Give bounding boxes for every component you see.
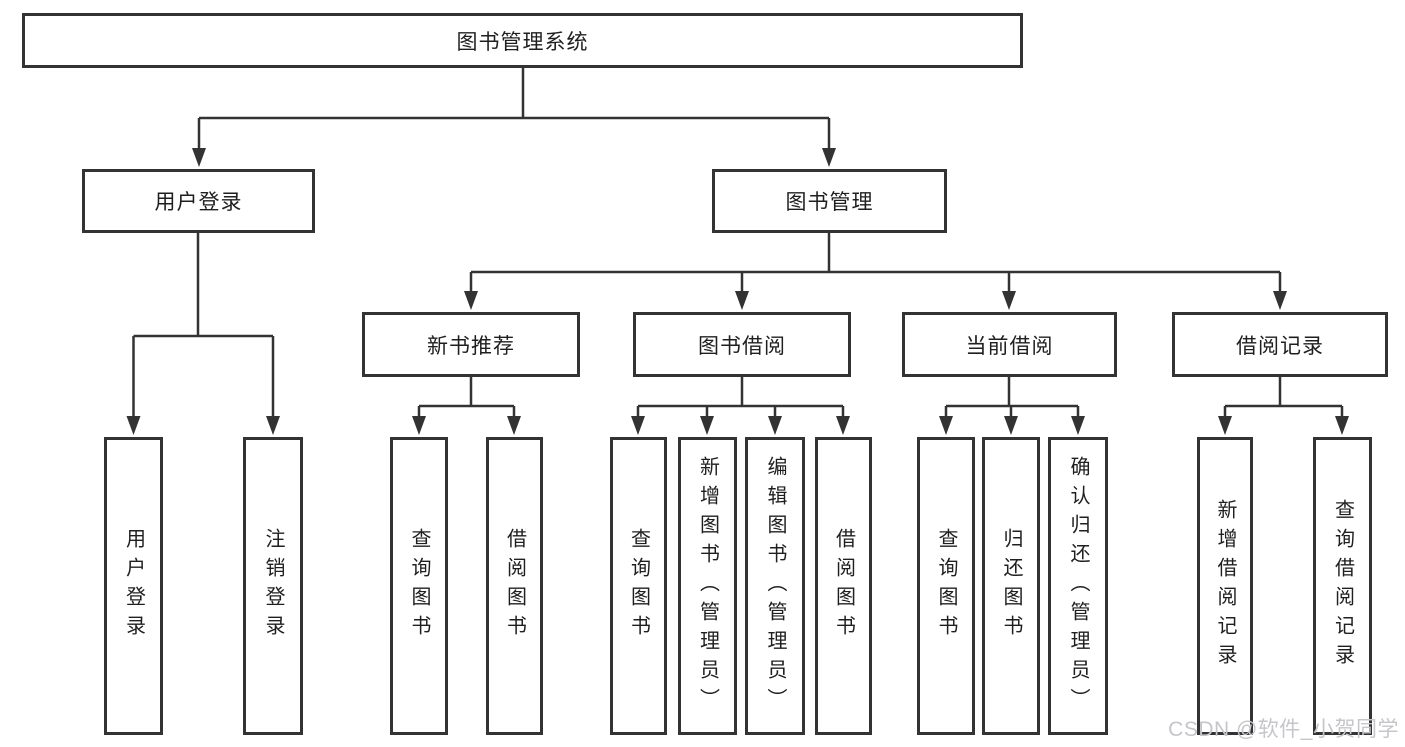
node-library-system: 图书管理系统	[22, 13, 1023, 68]
leaf-query-borrow-record-label: 查询借阅记录	[1331, 499, 1354, 673]
arrowhead-icons	[126, 148, 1349, 435]
leaf-return-books: 归还图书	[982, 437, 1040, 735]
leaf-logout-label: 注销登录	[262, 528, 284, 644]
leaf-query-borrow-record: 查询借阅记录	[1313, 437, 1372, 735]
node-user-login-label: 用户登录	[154, 191, 243, 214]
node-current-borrowing: 当前借阅	[902, 312, 1117, 377]
leaf-query-books-current-label: 查询图书	[935, 528, 957, 644]
node-book-management-label: 图书管理	[785, 191, 874, 214]
leaf-edit-book-admin-label: 编辑图书（管理员）	[764, 455, 786, 717]
node-new-book-recommendation-label: 新书推荐	[427, 334, 515, 358]
leaf-add-book-admin: 新增图书（管理员）	[678, 437, 737, 735]
leaf-user-login: 用户登录	[104, 437, 163, 735]
leaf-query-books-recommend: 查询图书	[390, 437, 448, 735]
leaf-query-books-recommend-label: 查询图书	[408, 528, 430, 644]
node-library-system-label: 图书管理系统	[456, 30, 589, 54]
leaf-query-books-current: 查询图书	[917, 437, 975, 735]
leaf-borrow-books-recommend: 借阅图书	[486, 437, 543, 735]
leaf-edit-book-admin: 编辑图书（管理员）	[745, 437, 805, 735]
leaf-add-book-admin-label: 新增图书（管理员）	[696, 455, 719, 717]
leaf-borrow-books: 借阅图书	[815, 437, 872, 735]
node-user-login: 用户登录	[82, 169, 315, 233]
leaf-add-borrow-record: 新增借阅记录	[1197, 437, 1253, 735]
node-current-borrowing-label: 当前借阅	[965, 334, 1054, 358]
node-new-book-recommendation: 新书推荐	[362, 312, 580, 377]
leaf-logout: 注销登录	[243, 437, 303, 735]
leaf-add-borrow-record-label: 新增借阅记录	[1214, 499, 1236, 673]
watermark: CSDN @软件_小贺同学	[1168, 718, 1399, 741]
node-book-borrowing: 图书借阅	[633, 312, 851, 377]
leaf-query-books-borrow-label: 查询图书	[627, 528, 650, 644]
leaf-user-login-label: 用户登录	[122, 528, 145, 644]
node-book-borrowing-label: 图书借阅	[698, 334, 786, 358]
leaf-confirm-return-admin: 确认归还（管理员）	[1048, 437, 1108, 735]
leaf-borrow-books-label: 借阅图书	[832, 528, 855, 644]
node-book-management: 图书管理	[712, 169, 947, 233]
leaf-query-books-borrow: 查询图书	[610, 437, 667, 735]
leaf-return-books-label: 归还图书	[1000, 528, 1022, 644]
node-borrowing-records-label: 借阅记录	[1236, 334, 1324, 358]
leaf-borrow-books-recommend-label: 借阅图书	[503, 528, 526, 644]
leaf-confirm-return-admin-label: 确认归还（管理员）	[1067, 455, 1089, 717]
node-borrowing-records: 借阅记录	[1172, 312, 1388, 377]
